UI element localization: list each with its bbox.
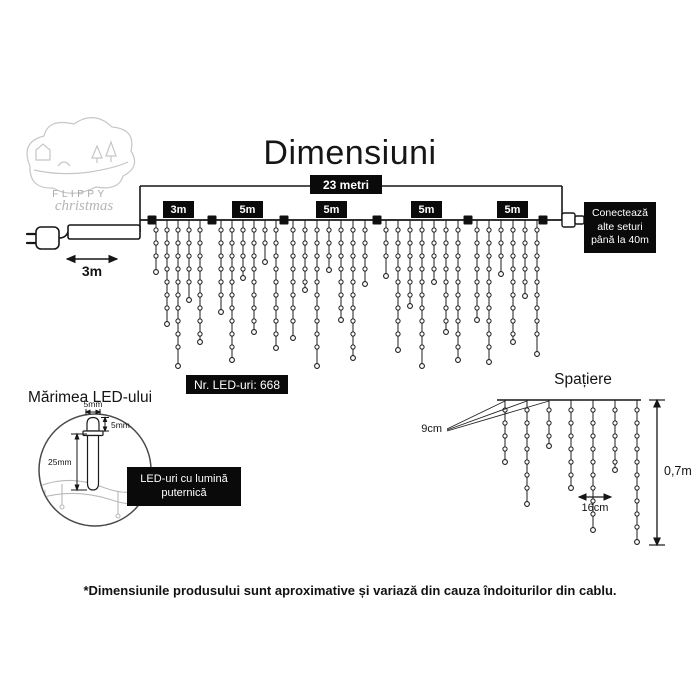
led-spacing-label: 16cm bbox=[581, 502, 609, 514]
connect-note: Conectează alte seturi până la 40m bbox=[584, 202, 656, 253]
icicle-drops bbox=[153, 220, 540, 369]
segment-length-label: 5m bbox=[232, 201, 263, 218]
lead-length-arrow bbox=[65, 254, 119, 264]
drop-spacing-pointer-lines bbox=[446, 400, 550, 432]
segment-length-label: 5m bbox=[316, 201, 347, 218]
led-count-label: Nr. LED-uri: 668 bbox=[186, 375, 288, 394]
segment-length-label: 3m bbox=[163, 201, 194, 218]
logo-brand-script: christmas bbox=[54, 198, 114, 214]
led-height-label: 5mm bbox=[111, 420, 130, 430]
drop-length-arrow bbox=[649, 398, 665, 547]
lead-length-label: 3m bbox=[81, 263, 103, 279]
segment-length-label: 5m bbox=[411, 201, 442, 218]
connector-plug-icon bbox=[561, 212, 585, 228]
led-width-label: 5mm bbox=[83, 399, 103, 409]
total-length-label: 23 metri bbox=[310, 175, 382, 194]
wire-connector-icons bbox=[147, 215, 548, 225]
led-length-label: 25mm bbox=[48, 457, 72, 467]
lead-cable bbox=[67, 224, 141, 240]
logo-sketch-icon bbox=[26, 117, 136, 194]
spacing-title: Spațiere bbox=[554, 371, 612, 388]
page-title: Dimensiuni bbox=[263, 134, 437, 172]
logo-brand-text: FLIPPY bbox=[52, 189, 108, 200]
drop-spacing-label: 9cm bbox=[421, 423, 442, 435]
led-note: LED-uri cu lumină puternică bbox=[127, 467, 241, 506]
led-bulb-icon bbox=[82, 416, 104, 491]
power-plug-icon bbox=[25, 226, 69, 250]
segment-length-label: 5m bbox=[497, 201, 528, 218]
drop-length-label: 0,7m bbox=[664, 464, 692, 478]
led-spacing-arrow bbox=[577, 493, 613, 501]
footer-note: *Dimensiunile produsului sunt aproximati… bbox=[83, 583, 617, 598]
led-dimension-arrows bbox=[71, 409, 109, 492]
led-size-title: Mărimea LED-ului bbox=[28, 389, 153, 406]
spacing-icicle-drops bbox=[502, 400, 640, 545]
